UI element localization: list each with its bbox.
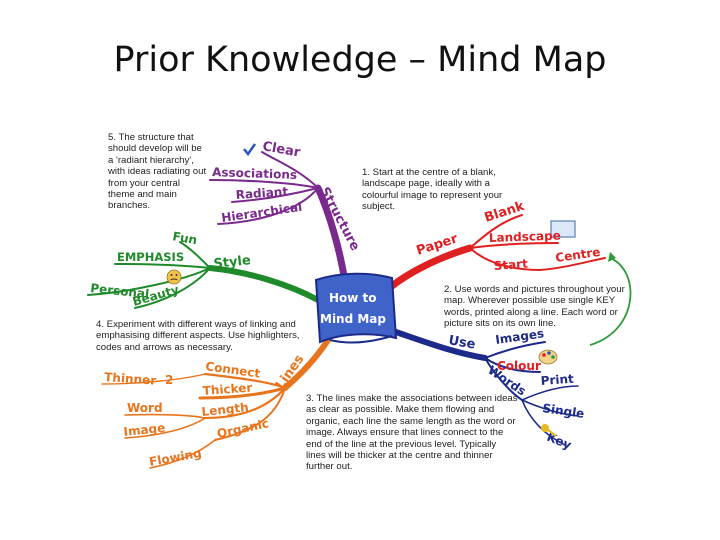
- structure-child-associations: Associations: [212, 165, 297, 182]
- lines-main-line: [282, 337, 331, 391]
- branch-lines: [101, 337, 331, 469]
- center-line2: Mind Map: [320, 312, 386, 326]
- step-3-text: 3. The lines make the associations betwe…: [306, 393, 518, 473]
- use-child-colour: Colour: [497, 359, 541, 373]
- style-line-beauty: [134, 267, 211, 309]
- arrow-head-icon: [608, 252, 616, 262]
- lines-line-organic: [214, 387, 286, 441]
- step-2-text: 2. Use words and pictures throughout you…: [444, 284, 625, 330]
- use-line-print: [521, 385, 579, 401]
- paper-line-centre: [539, 257, 606, 271]
- style-child-emphasis: EMPHASIS: [117, 250, 184, 264]
- lines-child-flowing: Flowing: [148, 446, 203, 469]
- structure-child-hierarchical: Hierarchical: [220, 200, 302, 225]
- use-line-key: [521, 399, 566, 446]
- slide-title: Prior Knowledge – Mind Map: [113, 40, 607, 80]
- use-line-colour: [484, 357, 541, 373]
- use-line-words: [484, 357, 523, 401]
- structure-line-associations: [209, 179, 319, 189]
- style-main-line: [207, 265, 321, 303]
- blank-page-icon: [550, 220, 576, 238]
- structure-line-radiant: [231, 187, 319, 203]
- structure-child-clear: Clear: [261, 139, 302, 160]
- lines-child-2: 2: [165, 373, 173, 387]
- paper-child-start: Start: [493, 257, 528, 273]
- lines-child-image: Image: [123, 421, 166, 439]
- structure-line-clear: [261, 151, 319, 189]
- lines-line-image: [124, 417, 206, 439]
- style-child-personal: Personal: [90, 281, 150, 301]
- lines-line-length: [203, 386, 287, 420]
- use-child-images: Images: [494, 326, 544, 347]
- paper-line-blank: [469, 214, 523, 249]
- lines-child-organic: Organic: [216, 416, 270, 441]
- smiley-icon: [166, 269, 182, 285]
- paper-line-landscape: [469, 242, 559, 249]
- use-child-print: Print: [540, 372, 574, 388]
- branch-use: [387, 327, 579, 446]
- paper-child-landscape: Landscape: [489, 228, 561, 245]
- lines-line-word: [124, 413, 206, 419]
- structure-line-hierarchical: [217, 187, 319, 225]
- step-4-text: 4. Experiment with different ways of lin…: [96, 319, 300, 353]
- lines-child-thicker: Thicker: [202, 381, 253, 398]
- use-child-single: Single: [542, 401, 586, 421]
- arrow-centre-to-use: [589, 257, 632, 346]
- palette-icon: [538, 349, 558, 365]
- lines-line-flowing: [149, 439, 216, 469]
- lines-line-thicker: [198, 386, 287, 400]
- structure-main-line: [314, 184, 349, 286]
- style-line-emphasis: [114, 263, 211, 269]
- use-line-single: [521, 399, 579, 417]
- branch-style: [87, 241, 321, 309]
- style-line-personal: [87, 267, 211, 296]
- key-icon: [541, 424, 557, 437]
- central-image: How to Mind Map: [314, 272, 398, 344]
- central-scroll-shadow: [329, 335, 393, 344]
- structure-child-radiant: Radiant: [235, 184, 289, 202]
- style-child-fun: Fun: [171, 229, 198, 247]
- lines-child-length: Length: [201, 400, 249, 419]
- step-5-text: 5. The structure that should develop wil…: [108, 132, 207, 212]
- branch-structure: [209, 151, 349, 286]
- step-1-text: 1. Start at the centre of a blank, lands…: [362, 167, 503, 213]
- lines-line-connect: [203, 372, 287, 390]
- paper-child-centre: Centre: [554, 245, 601, 265]
- central-scroll-shape: [314, 272, 398, 344]
- use-child-key: Key: [545, 430, 574, 452]
- lines-line-thinner: [101, 373, 206, 385]
- branch-label-use: Use: [447, 333, 476, 353]
- use-main-line: [387, 327, 488, 361]
- branch-label-style: Style: [213, 253, 252, 272]
- center-line1: How to: [329, 291, 377, 305]
- style-line-fun: [179, 241, 211, 269]
- lines-child-word: Word: [127, 401, 163, 415]
- lines-child-thinner: Thinner: [104, 370, 157, 388]
- clear-check-icon: [243, 143, 257, 157]
- use-line-images: [484, 341, 546, 359]
- paper-line-start: [469, 247, 541, 271]
